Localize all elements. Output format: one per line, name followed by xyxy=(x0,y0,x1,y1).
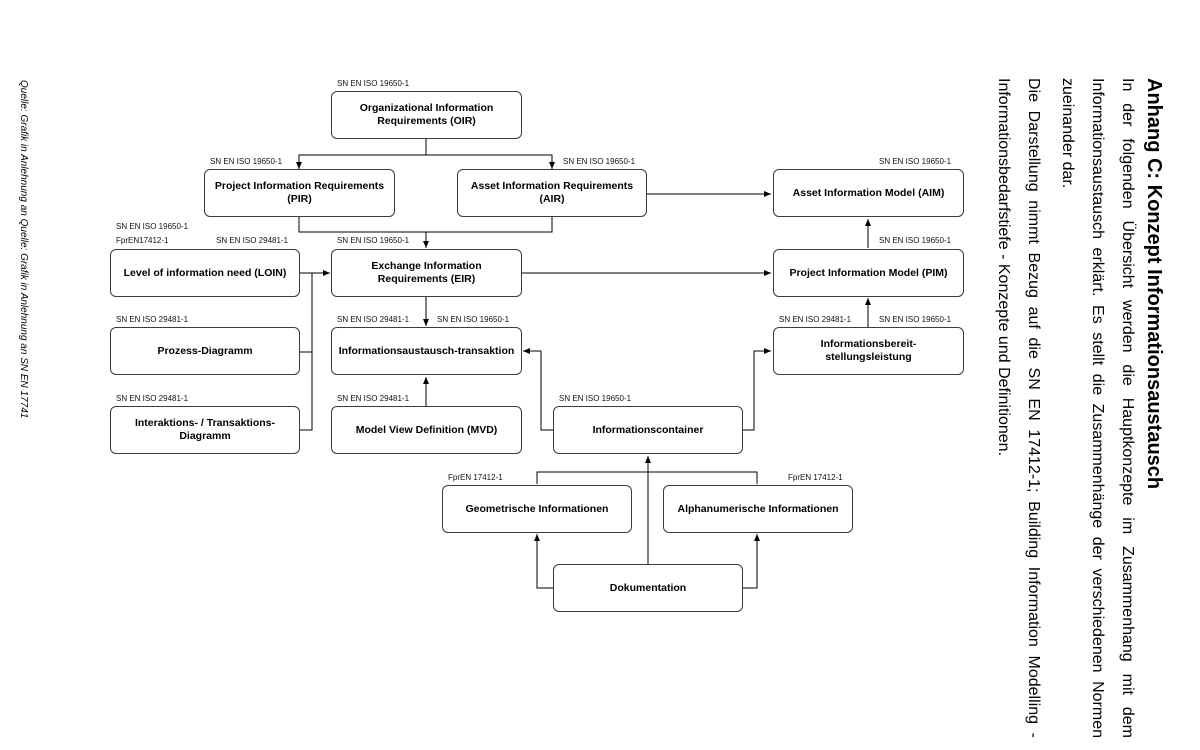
box-alphanumerische: Alphanumerische Informationen xyxy=(663,485,853,533)
tag-air: SN EN ISO 19650-1 xyxy=(563,157,636,166)
tag-pir: SN EN ISO 19650-1 xyxy=(210,157,283,166)
tag-alpha: FprEN 17412-1 xyxy=(788,473,843,482)
tag-iat-b: SN EN ISO 19650-1 xyxy=(437,315,510,324)
box-pir: Project Information Requirements (PIR) xyxy=(204,169,395,217)
tag-ibl-a: SN EN ISO 29481-1 xyxy=(779,315,852,324)
connector-lines xyxy=(296,139,871,589)
tag-eir: SN EN ISO 19650-1 xyxy=(337,236,410,245)
tag-aim: SN EN ISO 19650-1 xyxy=(879,157,952,166)
box-informationscontainer: Informationscontainer xyxy=(553,406,743,454)
box-air: Asset Information Requirements (AIR) xyxy=(457,169,647,217)
source-note: Quelle: Grafik in Anlehnung an Quelle: G… xyxy=(18,80,29,419)
concept-diagram: Organizational Information Requirements … xyxy=(110,79,964,612)
box-dokumentation: Dokumentation xyxy=(553,564,743,612)
tag-geo: FprEN 17412-1 xyxy=(448,473,503,482)
box-geometrische: Geometrische Informationen xyxy=(442,485,632,533)
tag-iat-a: SN EN ISO 29481-1 xyxy=(337,315,410,324)
page-title: Anhang C: Konzept Informationsaustausch xyxy=(1143,78,1165,490)
tag-loin-b: FprEN17412-1 xyxy=(116,236,169,245)
tag-prozess: SN EN ISO 29481-1 xyxy=(116,315,189,324)
tag-loin-a: SN EN ISO 19650-1 xyxy=(116,222,189,231)
box-prozess: Prozess-Diagramm xyxy=(110,327,300,375)
tag-mvd: SN EN ISO 29481-1 xyxy=(337,394,410,403)
box-loin: Level of information need (LOIN) xyxy=(110,249,300,297)
box-aim: Asset Information Model (AIM) xyxy=(773,169,964,217)
box-interaktion: Interaktions- / Transaktions-Diagramm xyxy=(110,406,300,454)
tag-interaktion: SN EN ISO 29481-1 xyxy=(116,394,189,403)
box-mvd: Model View Definition (MVD) xyxy=(331,406,522,454)
box-informationsaustausch: Informationsaustausch-transaktion xyxy=(331,327,522,375)
box-pim: Project Information Model (PIM) xyxy=(773,249,964,297)
paragraph-intro: In der folgenden Übersicht werden die Ha… xyxy=(1059,78,1136,738)
tag-ibl-b: SN EN ISO 19650-1 xyxy=(879,315,952,324)
box-oir: Organizational Information Requirements … xyxy=(331,91,522,139)
box-eir: Exchange Information Requirements (EIR) xyxy=(331,249,522,297)
box-informationsbereitstellung: Informationsbereit-stellungsleistung xyxy=(773,327,964,375)
tag-oir: SN EN ISO 19650-1 xyxy=(337,79,410,88)
document-text: Anhang C: Konzept Informationsaustausch … xyxy=(990,78,1180,738)
tag-loin-c: SN EN ISO 29481-1 xyxy=(216,236,289,245)
tag-container: SN EN ISO 19650-1 xyxy=(559,394,632,403)
paragraph-reference: Die Darstellung nimmt Bezug auf die SN E… xyxy=(995,78,1042,738)
tag-pim: SN EN ISO 19650-1 xyxy=(879,236,952,245)
